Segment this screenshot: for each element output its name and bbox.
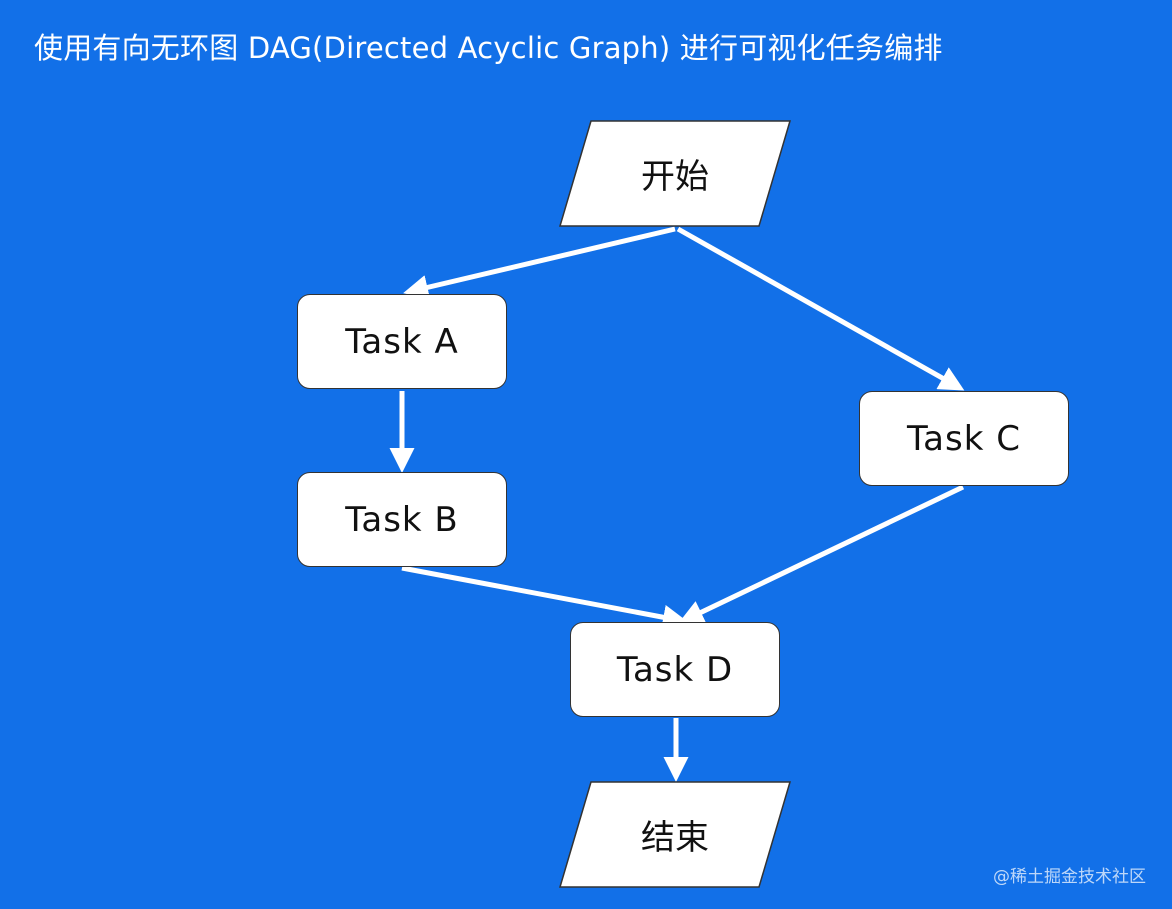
edge-start-to-task-c	[676, 226, 965, 391]
task-a-node: Task A	[297, 294, 507, 389]
edge-task-c-to-task-d	[678, 484, 965, 624]
task-d-label: Task D	[616, 649, 734, 690]
edge-start-to-task-a	[403, 226, 676, 300]
diagram-title: 使用有向无环图 DAG(Directed Acyclic Graph) 进行可视…	[34, 31, 943, 65]
start-node-label: 开始	[641, 157, 709, 197]
start-node-shape	[559, 120, 791, 227]
start-node: 开始	[559, 120, 791, 227]
end-node-shape	[559, 781, 791, 888]
edge-task-b-to-task-d	[401, 565, 688, 630]
task-b-label: Task B	[345, 499, 459, 540]
end-node-label: 结束	[641, 818, 709, 858]
task-b-node: Task B	[297, 472, 507, 567]
task-c-label: Task C	[907, 418, 1021, 459]
end-node: 结束	[559, 781, 791, 888]
watermark: @稀土掘金技术社区	[993, 867, 1146, 887]
task-c-node: Task C	[859, 391, 1069, 486]
task-a-label: Task A	[345, 321, 459, 362]
task-d-node: Task D	[570, 622, 780, 717]
